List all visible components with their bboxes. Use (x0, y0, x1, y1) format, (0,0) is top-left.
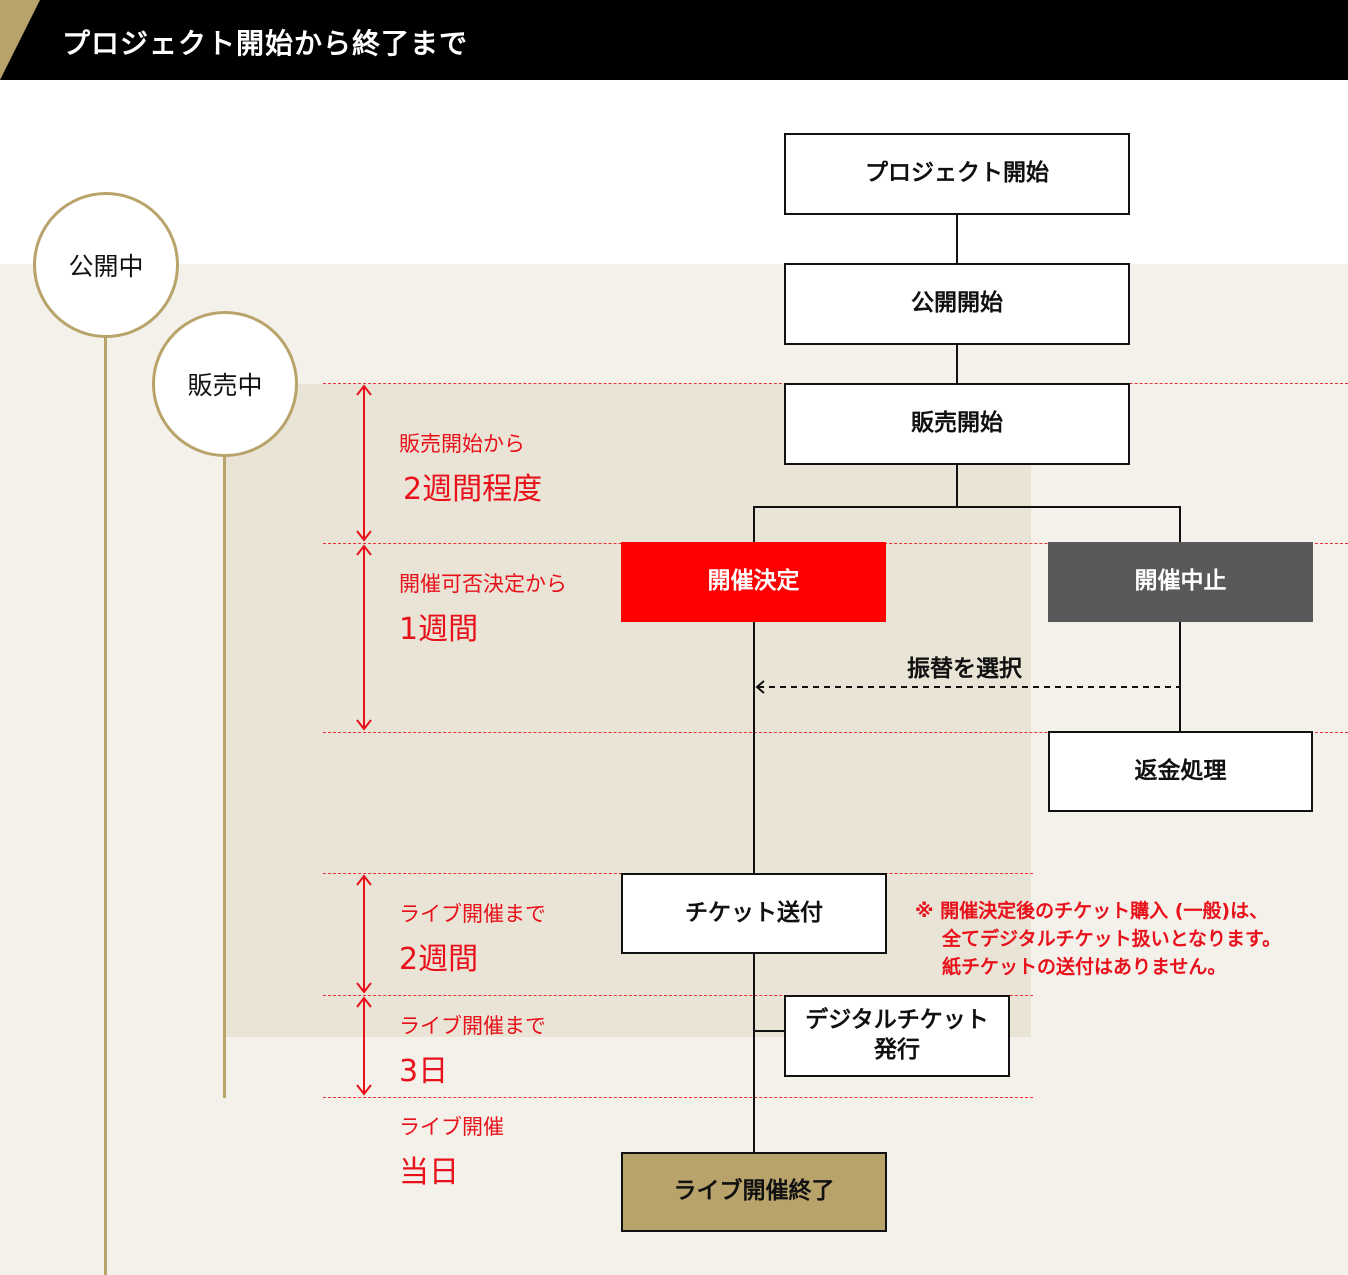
arrow-head-up-icon (356, 996, 372, 1008)
period-label-1: 販売開始から 2週間程度 (399, 432, 543, 507)
period-label-5: ライブ開催 当日 (399, 1115, 504, 1190)
step-event-confirmed: 開催決定 (621, 542, 886, 622)
period-label-2: 開催可否決定から 1週間 (399, 572, 567, 647)
flow-connector (753, 506, 755, 543)
step-public-start: 公開開始 (784, 263, 1130, 345)
digital-ticket-note: ※ 開催決定後のチケット購入 (一般)は、 全てデジタルチケット扱いとなります。… (915, 900, 1282, 978)
public-timeline-line (104, 336, 107, 1275)
flow-connector (956, 344, 958, 384)
step-event-canceled: 開催中止 (1048, 542, 1313, 622)
transfer-label: 振替を選択 (907, 656, 1022, 682)
flow-connector (753, 1030, 786, 1032)
flow-connector (1179, 506, 1181, 543)
step-digital-ticket: デジタルチケット 発行 (784, 995, 1010, 1077)
step-live-end: ライブ開催終了 (621, 1152, 887, 1232)
step-refund: 返金処理 (1048, 731, 1313, 812)
arrow-left-icon (755, 680, 765, 694)
header-bar (0, 0, 1348, 80)
flow-branch-connector (753, 506, 1181, 508)
step-ticket-send: チケット送付 (621, 873, 887, 954)
page-title: プロジェクト開始から終了まで (62, 27, 469, 60)
boundary-dash (323, 995, 1033, 996)
arrow-head-down-icon (356, 719, 372, 731)
arrow-head-up-icon (356, 874, 372, 886)
period-label-4: ライブ開催まで 3日 (399, 1014, 546, 1089)
step-sales-start: 販売開始 (784, 383, 1130, 465)
arrow-head-down-icon (356, 982, 372, 994)
flow-connector (956, 464, 958, 507)
arrow-head-up-icon (356, 384, 372, 396)
period-label-3: ライブ開催まで 2週間 (399, 902, 546, 977)
arrow-head-down-icon (356, 530, 372, 542)
arrow-head-up-icon (356, 544, 372, 556)
sales-timeline-line (223, 455, 226, 1098)
flow-connector (956, 214, 958, 264)
flow-connector (1179, 622, 1181, 733)
step-project-start: プロジェクト開始 (784, 133, 1130, 215)
flow-connector (753, 622, 755, 874)
arrow-head-down-icon (356, 1084, 372, 1096)
boundary-dash (323, 1097, 1033, 1098)
sales-phase-circle: 販売中 (152, 311, 298, 457)
boundary-dash (323, 732, 1348, 733)
flow-connector (753, 954, 755, 1153)
public-phase-circle: 公開中 (33, 192, 179, 338)
sales-phase-label: 販売中 (187, 371, 263, 400)
public-phase-label: 公開中 (68, 252, 144, 281)
